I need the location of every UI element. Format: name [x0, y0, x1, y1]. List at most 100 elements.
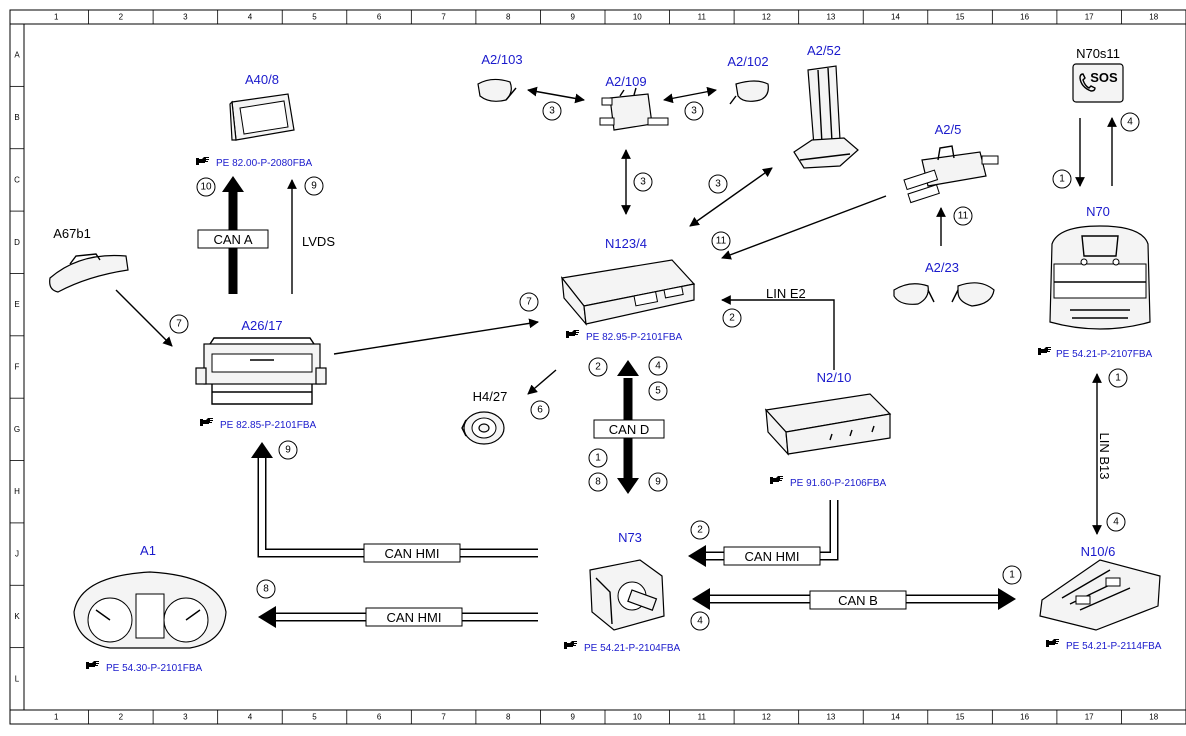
- row-label: E: [14, 300, 19, 309]
- label-h4-27: H4/27: [473, 389, 508, 404]
- callout-number: 2: [595, 362, 601, 373]
- n70-overhead-panel: [1049, 225, 1151, 330]
- column-label: 16: [1020, 13, 1029, 22]
- callout-number: 11: [716, 236, 727, 247]
- label-n2-10: N2/10: [817, 370, 852, 385]
- callout: 11: [953, 206, 973, 226]
- column-label: 17: [1085, 13, 1094, 22]
- label-n10-6: N10/6: [1081, 544, 1116, 559]
- pointing-hand-icon: [1046, 639, 1059, 647]
- label-n70: N70: [1086, 204, 1110, 219]
- connections: [115, 86, 1117, 628]
- ref-n2-10[interactable]: PE 91.60-P-2106FBA: [770, 476, 886, 489]
- ref-a1-text: PE 54.30-P-2101FBA: [106, 663, 202, 674]
- column-label: 10: [633, 13, 642, 22]
- callouts: 10 9 3 3 3 3 11 11 1 4 7 7 2 2 4 5 6 1 9…: [169, 101, 1140, 631]
- label-a2-52: A2/52: [807, 43, 841, 58]
- callout-number: 1: [595, 453, 601, 464]
- callout: 6: [530, 400, 550, 420]
- label-a2-103: A2/103: [481, 52, 522, 67]
- column-label: 13: [826, 13, 835, 22]
- callout: 2: [690, 520, 710, 540]
- callout: 4: [1106, 512, 1126, 532]
- callout-number: 3: [549, 106, 555, 117]
- callout-number: 8: [263, 584, 269, 595]
- ref-a40-8[interactable]: PE 82.00-P-2080FBA: [196, 157, 312, 169]
- callout: 3: [633, 172, 653, 192]
- n10-6-unit: [1039, 559, 1161, 631]
- callout: 9: [304, 176, 324, 196]
- callout: 5: [648, 381, 668, 401]
- phone-icon: [1079, 73, 1096, 92]
- column-label: 13: [826, 713, 835, 722]
- column-label: 12: [762, 713, 771, 722]
- row-label: F: [15, 363, 20, 372]
- column-label: 3: [183, 13, 188, 22]
- row-label: K: [14, 612, 20, 621]
- callout-number: 1: [1059, 174, 1065, 185]
- label-a67b1: A67b1: [53, 226, 91, 241]
- column-label: 14: [891, 13, 900, 22]
- column-label: 4: [248, 13, 253, 22]
- column-label: 6: [377, 13, 382, 22]
- ref-n123-4[interactable]: PE 82.95-P-2101FBA: [566, 330, 682, 343]
- callout-number: 2: [697, 525, 703, 536]
- pointing-hand-icon: [196, 157, 209, 165]
- callout-number: 7: [176, 319, 182, 330]
- column-label: 7: [441, 13, 446, 22]
- ref-a26-17[interactable]: PE 82.85-P-2101FBA: [200, 418, 316, 431]
- n2-10-unit: [764, 393, 892, 456]
- label-n70s11: N70s11: [1076, 46, 1120, 61]
- callout: 4: [648, 356, 668, 376]
- row-label: G: [14, 425, 20, 434]
- callout-number: 9: [311, 181, 317, 192]
- label-a2-102: A2/102: [727, 54, 768, 69]
- pointing-hand-icon: [566, 330, 579, 338]
- callout-number: 3: [640, 177, 646, 188]
- column-label: 1: [54, 13, 59, 22]
- label-a26-17: A26/17: [241, 318, 282, 333]
- callout-number: 4: [655, 361, 661, 372]
- callout: 9: [278, 440, 298, 460]
- column-label: 9: [570, 13, 575, 22]
- column-label: 17: [1085, 713, 1094, 722]
- bus-lin-b13: LIN B13: [1097, 433, 1112, 480]
- ref-n10-6-text: PE 54.21-P-2114FBA: [1066, 641, 1162, 652]
- a2-5-sensor: [903, 145, 999, 204]
- callout: 10: [196, 177, 216, 197]
- callout: 1: [588, 448, 608, 468]
- callout-number: 1: [1009, 570, 1015, 581]
- bus-can-hmi-2: CAN HMI: [387, 610, 442, 625]
- column-label: 16: [1020, 713, 1029, 722]
- a2-23-mirrors: [893, 282, 995, 307]
- bus-can-hmi-1: CAN HMI: [385, 546, 440, 561]
- ref-n73[interactable]: PE 54.21-P-2104FBA: [564, 641, 680, 654]
- callout-number: 4: [1113, 517, 1119, 528]
- h4-27-speaker: [461, 411, 505, 445]
- ref-a26-17-text: PE 82.85-P-2101FBA: [220, 420, 316, 431]
- a2-52-antenna: [793, 65, 859, 169]
- ref-n123-4-text: PE 82.95-P-2101FBA: [586, 332, 682, 343]
- label-n73: N73: [618, 530, 642, 545]
- ref-a40-8-text: PE 82.00-P-2080FBA: [216, 158, 312, 169]
- label-a1: A1: [140, 543, 156, 558]
- row-label: B: [14, 113, 19, 122]
- callout-number: 5: [655, 386, 661, 397]
- pointing-hand-icon: [200, 418, 213, 426]
- bus-can-b: CAN B: [838, 593, 878, 608]
- ref-a1[interactable]: PE 54.30-P-2101FBA: [86, 661, 202, 674]
- column-label: 6: [377, 713, 382, 722]
- ref-n2-10-text: PE 91.60-P-2106FBA: [790, 478, 886, 489]
- callout-number: 4: [1127, 117, 1133, 128]
- callout: 2: [588, 357, 608, 377]
- column-label: 11: [698, 13, 707, 22]
- callout: 9: [648, 472, 668, 492]
- callout: 8: [588, 472, 608, 492]
- column-label: 18: [1149, 13, 1158, 22]
- callout: 7: [169, 314, 189, 334]
- ref-n70[interactable]: PE 54.21-P-2107FBA: [1038, 347, 1152, 360]
- ref-n10-6[interactable]: PE 54.21-P-2114FBA: [1046, 639, 1162, 652]
- a1-instrument-cluster: [73, 571, 227, 649]
